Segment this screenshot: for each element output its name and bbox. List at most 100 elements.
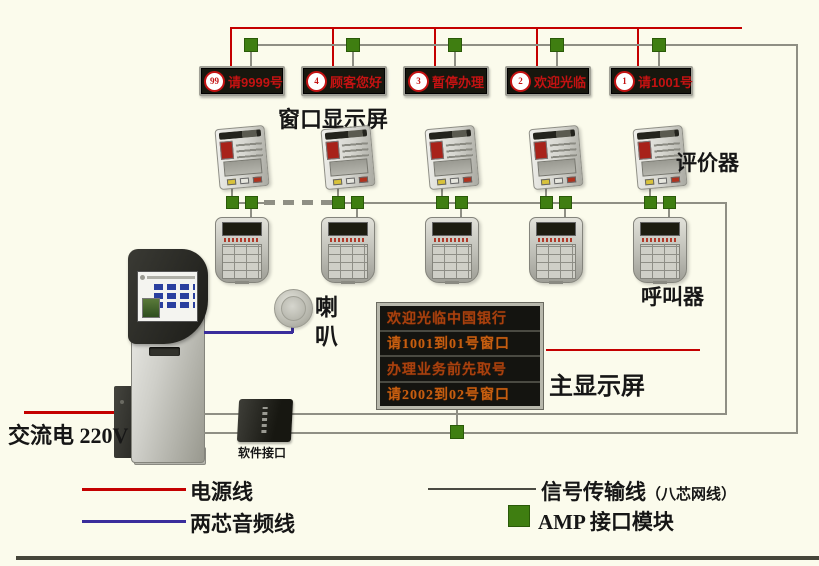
led-panel-text: 暂停办理 — [432, 74, 485, 90]
caller-stub — [460, 208, 462, 219]
photo-text-lines — [445, 140, 473, 159]
signal-stub — [250, 52, 252, 68]
display-signal-stub — [456, 407, 458, 427]
rate-button — [332, 178, 342, 186]
caller-foot — [341, 281, 355, 284]
caller-lcd — [640, 222, 680, 236]
amp-module — [346, 38, 360, 52]
led-panel: 99 请9999号 — [199, 66, 285, 96]
audio-wire-stub — [291, 324, 294, 333]
legend-signal-line-label: 信号传输线（八芯网线） — [541, 476, 736, 506]
power-wire-drop — [536, 27, 538, 70]
evaluator-label: 评价器 — [676, 151, 739, 175]
rate-button — [226, 178, 236, 186]
led-panel: 3 暂停办理 — [403, 66, 489, 96]
amp-module — [332, 196, 345, 209]
caller-lcd — [328, 222, 368, 236]
caller-label-strip — [642, 238, 678, 242]
rate-button — [670, 176, 680, 184]
ac-power-label: 交流电 220V — [8, 423, 129, 448]
photo-figure — [533, 140, 549, 160]
amp-module — [226, 196, 239, 209]
legend-signal-line-sample — [428, 488, 536, 490]
software-interface-box — [236, 399, 294, 442]
power-wire-drop — [332, 27, 334, 70]
photo-text-lines — [549, 140, 577, 159]
caller-lcd — [222, 222, 262, 236]
legend-signal-line-note: （八芯网线） — [646, 487, 737, 503]
kiosk-touch-buttons — [154, 282, 195, 308]
bottom-border-line — [16, 556, 819, 560]
audio-wire — [204, 331, 293, 334]
caller-lcd — [536, 222, 576, 236]
amp-module — [351, 196, 364, 209]
rate-button — [358, 176, 368, 184]
power-wire-top-bus — [230, 27, 742, 29]
legend-power-line-sample — [82, 488, 186, 491]
rate-button — [345, 177, 355, 185]
photo-figure — [637, 140, 653, 160]
window-number-badge: 2 — [510, 70, 531, 92]
led-panel-text: 请1001号 — [638, 74, 693, 90]
evaluator-screen — [641, 158, 681, 177]
caller-label-strip — [538, 238, 574, 242]
amp-module — [663, 196, 676, 209]
caller-keys — [328, 244, 368, 279]
evaluator-screen — [223, 158, 263, 177]
rate-button — [644, 178, 654, 186]
caller-stub — [250, 208, 252, 219]
bank-logo — [140, 274, 195, 280]
speaker-label: 喇叭 — [315, 295, 338, 349]
evaluator-screen — [329, 158, 369, 177]
led-panel: 2 欢迎光临 — [505, 66, 591, 96]
led-panel: 4 顾客您好 — [301, 66, 387, 96]
signal-stub — [352, 52, 354, 68]
led-panel-text: 顾客您好 — [330, 74, 383, 90]
rate-button — [540, 178, 550, 186]
caller-device — [633, 217, 687, 284]
evaluator-stub — [441, 186, 443, 197]
kiosk-screen-image — [142, 298, 160, 318]
caller-stub — [668, 208, 670, 219]
photo-figure — [325, 140, 341, 160]
rate-button — [657, 177, 667, 185]
led-panel-text: 欢迎光临 — [534, 74, 587, 90]
window-number-badge: 1 — [614, 70, 635, 92]
display-power-wire — [546, 349, 700, 351]
software-interface-label: 软件接口 — [238, 446, 287, 460]
evaluator-screen — [537, 158, 577, 177]
amp-module — [652, 38, 666, 52]
evaluator-stub — [545, 186, 547, 197]
amp-module — [450, 425, 464, 439]
signal-wire-right-vertical — [796, 44, 798, 434]
evaluator-device — [424, 124, 480, 191]
caller-foot — [445, 281, 459, 284]
caller-foot — [653, 281, 667, 284]
kiosk-screen — [137, 271, 198, 322]
amp-module — [245, 196, 258, 209]
evaluator-stub — [231, 186, 233, 197]
caller-label: 呼叫器 — [641, 285, 704, 309]
amp-module — [540, 196, 553, 209]
evaluator-device — [320, 124, 376, 191]
caller-device — [215, 217, 269, 284]
caller-lcd — [432, 222, 472, 236]
signal-stub — [454, 52, 456, 68]
signal-stub — [556, 52, 558, 68]
caller-label-strip — [330, 238, 366, 242]
led-panel-text: 请9999号 — [228, 74, 283, 90]
ac-power-wire — [24, 411, 120, 414]
caller-stub — [356, 208, 358, 219]
main-display: 欢迎光临中国银行 请1001到01号窗口 办理业务前先取号 请2002到02号窗… — [376, 302, 544, 410]
caller-keys — [536, 244, 576, 279]
signal-wire-dashed — [264, 200, 338, 205]
photo-figure — [219, 140, 235, 160]
amp-module — [550, 38, 564, 52]
amp-module — [244, 38, 258, 52]
amp-module — [448, 38, 462, 52]
evaluator-device — [528, 124, 584, 191]
rate-button — [553, 177, 563, 185]
main-display-line: 欢迎光临中国银行 — [380, 306, 540, 332]
signal-wire-station-bus — [338, 202, 727, 204]
